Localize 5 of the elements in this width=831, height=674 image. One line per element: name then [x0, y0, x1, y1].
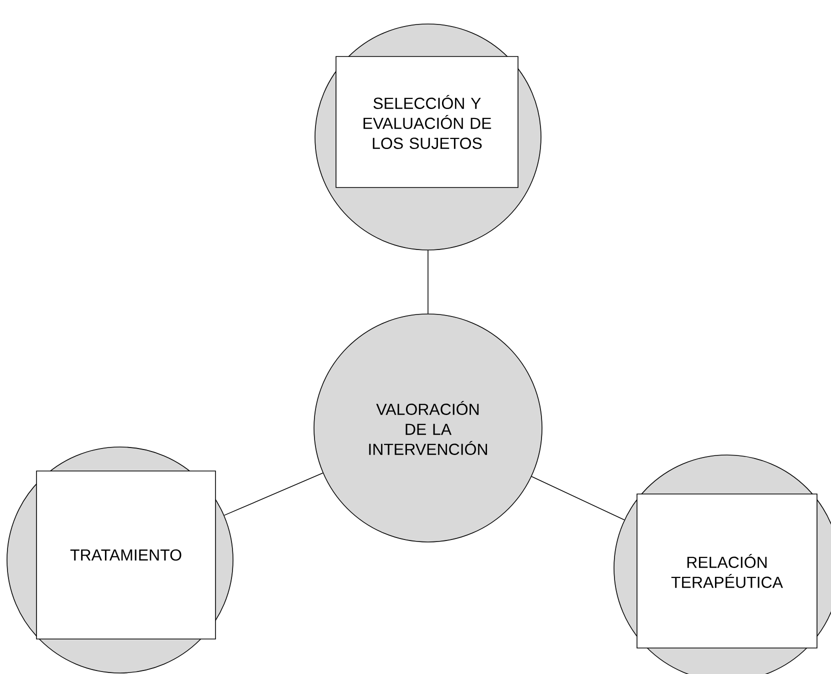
text-box: RELACIÓN TERAPÉUTICA — [636, 494, 818, 648]
text-box: TRATAMIENTO — [36, 470, 216, 640]
connector-line — [224, 472, 324, 516]
connector-line — [531, 476, 625, 520]
text-box: SELECCIÓN Y EVALUACIÓN DE LOS SUJETOS — [336, 56, 518, 188]
